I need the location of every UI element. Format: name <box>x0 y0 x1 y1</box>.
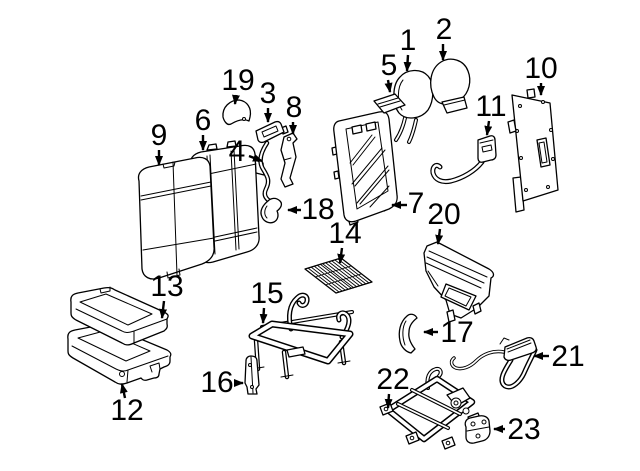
part-12-seat-cushion-lower[interactable] <box>67 323 172 385</box>
callout-18[interactable]: 18 <box>301 193 335 226</box>
callout-11[interactable]: 11 <box>475 90 507 123</box>
part-5-cover-plate[interactable] <box>373 93 406 114</box>
part-23-mount-bracket[interactable] <box>464 415 491 444</box>
callout-1[interactable]: 1 <box>399 24 417 57</box>
part-20-rear-shelf-panel[interactable] <box>423 241 495 323</box>
callout-arrow-4 <box>248 154 263 163</box>
callout-arrow-12 <box>119 383 128 399</box>
callout-8[interactable]: 8 <box>285 91 303 124</box>
part-10-back-panel[interactable] <box>507 88 559 213</box>
callout-22[interactable]: 22 <box>376 363 410 396</box>
part-11-strap-buckle[interactable] <box>430 135 497 185</box>
callout-arrow-19 <box>232 94 240 105</box>
callout-10[interactable]: 10 <box>524 52 558 85</box>
callout-arrow-22 <box>384 393 393 409</box>
part-9-seat-back-cushion[interactable] <box>137 156 215 280</box>
callout-23[interactable]: 23 <box>507 413 541 446</box>
callout-arrow-14 <box>337 247 346 264</box>
callout-13[interactable]: 13 <box>150 270 184 303</box>
callout-20[interactable]: 20 <box>427 198 461 231</box>
callout-arrow-1 <box>403 54 412 72</box>
callout-2[interactable]: 2 <box>435 13 453 46</box>
callout-14[interactable]: 14 <box>328 217 362 250</box>
callout-6[interactable]: 6 <box>194 104 212 137</box>
part-16-support-bracket[interactable] <box>244 355 260 395</box>
part-21-latch-assembly[interactable] <box>449 336 538 390</box>
part-18-hook[interactable] <box>260 197 283 224</box>
callout-arrow-11 <box>484 120 493 136</box>
callout-17[interactable]: 17 <box>440 316 474 349</box>
callout-7[interactable]: 7 <box>407 187 425 220</box>
callout-4[interactable]: 4 <box>228 135 246 168</box>
callout-12[interactable]: 12 <box>110 394 144 427</box>
callout-3[interactable]: 3 <box>259 77 277 110</box>
part-2-headrest[interactable] <box>430 58 471 114</box>
callout-9[interactable]: 9 <box>150 119 168 152</box>
callout-19[interactable]: 19 <box>221 64 255 97</box>
part-8-side-bracket[interactable] <box>280 132 298 188</box>
callout-arrow-5 <box>384 79 393 93</box>
part-13-seat-cushion-upper[interactable] <box>70 286 169 346</box>
callout-15[interactable]: 15 <box>250 277 284 310</box>
part-17-curved-bracket[interactable] <box>398 313 418 354</box>
part-3-latch-head[interactable] <box>255 120 289 144</box>
callout-arrow-15 <box>259 307 268 324</box>
callout-21[interactable]: 21 <box>551 340 585 373</box>
callout-arrow-20 <box>435 228 444 245</box>
part-14-wire-mesh[interactable] <box>304 257 373 294</box>
callout-arrow-13 <box>159 300 168 319</box>
callout-16[interactable]: 16 <box>200 366 234 399</box>
part-7-seat-back-frame[interactable] <box>331 111 398 226</box>
callout-5[interactable]: 5 <box>380 49 398 82</box>
